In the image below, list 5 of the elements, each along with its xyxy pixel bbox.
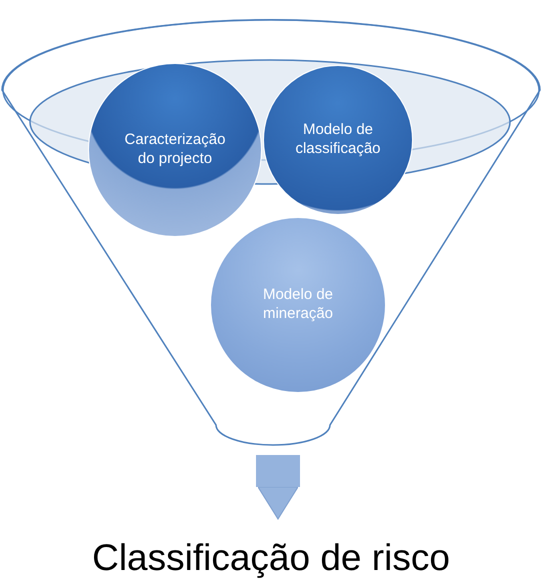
- result-label: Classificação de risco: [92, 537, 450, 578]
- circle-label: Caracterização do projecto: [124, 131, 226, 169]
- circle-label: Modelo de mineração: [262, 286, 334, 324]
- down-arrow: [256, 455, 300, 520]
- circle-label: Modelo de classificação: [294, 121, 382, 159]
